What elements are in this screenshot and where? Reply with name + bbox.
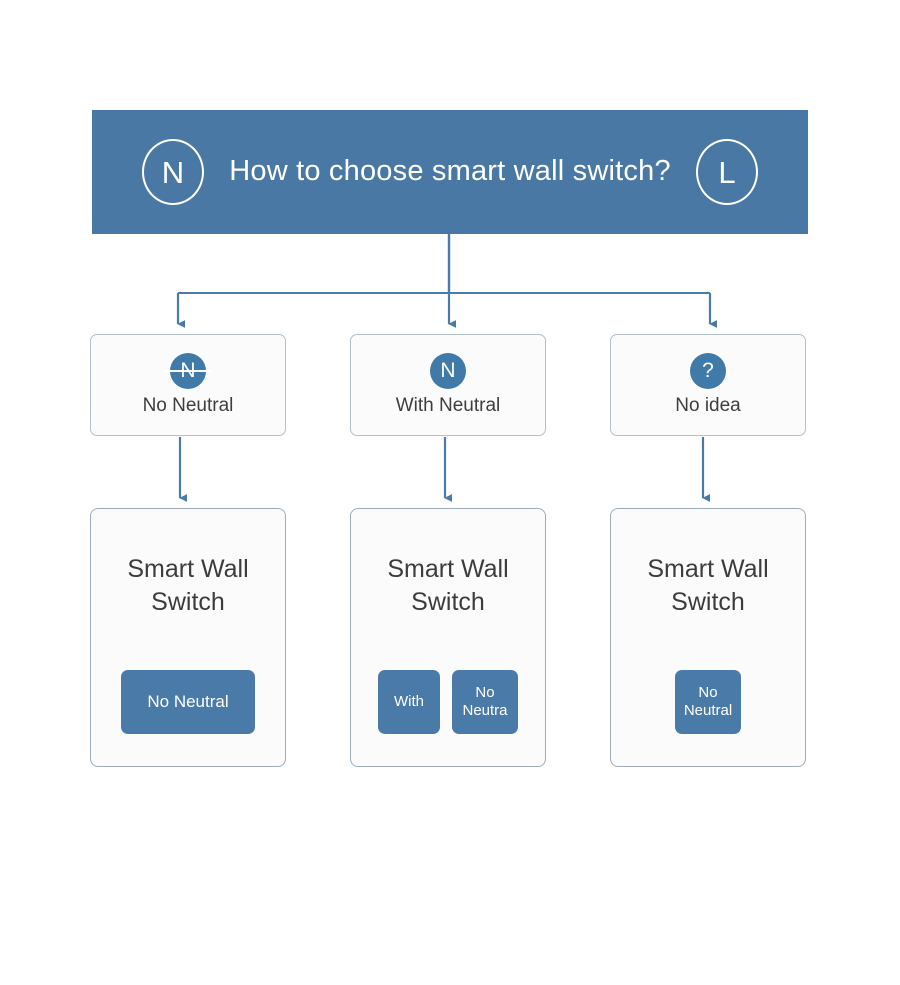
option-box-no-idea[interactable]: ? No idea xyxy=(610,334,806,436)
product-title: Smart Wall Switch xyxy=(387,555,509,616)
chip-no-neutral[interactable]: No Neutral xyxy=(675,670,741,734)
option-label-no-neutral: No Neutral xyxy=(142,394,234,416)
chip-no-neutra[interactable]: No Neutra xyxy=(452,670,518,734)
question-circle-icon: ? xyxy=(690,352,726,389)
neutral-wire-ring-icon: N xyxy=(142,139,204,205)
neutral-wire-ring-letter: N xyxy=(161,154,185,190)
product-card-with-neutral[interactable]: Smart Wall Switch With No Neutra xyxy=(350,508,546,767)
live-wire-ring-icon: L xyxy=(696,139,758,205)
chip-no-neutral[interactable]: No Neutral xyxy=(121,670,255,734)
option-box-with-neutral[interactable]: N With Neutral xyxy=(350,334,546,436)
strikethrough-line-icon xyxy=(164,369,212,372)
option-label-no-idea: No idea xyxy=(675,394,741,416)
product-card-no-neutral[interactable]: Smart Wall Switch No Neutral xyxy=(90,508,286,767)
n-circle-letter: N xyxy=(440,359,456,383)
option-box-no-neutral[interactable]: N No Neutral xyxy=(90,334,286,436)
chip-row: With No Neutra xyxy=(378,670,518,734)
chip-with[interactable]: With xyxy=(378,670,440,734)
chip-row: No Neutral xyxy=(675,670,741,734)
product-card-no-idea[interactable]: Smart Wall Switch No Neutral xyxy=(610,508,806,767)
header-banner: N How to choose smart wall switch? L xyxy=(92,110,808,234)
product-title: Smart Wall Switch xyxy=(647,555,769,616)
chip-row: No Neutral xyxy=(121,670,255,734)
live-wire-ring-letter: L xyxy=(718,154,736,190)
question-circle-glyph: ? xyxy=(702,359,714,383)
option-label-with-neutral: With Neutral xyxy=(395,394,501,416)
n-circle-icon: N xyxy=(430,352,466,389)
page-title: How to choose smart wall switch? xyxy=(229,155,671,188)
n-circle-struck-icon: N xyxy=(164,352,212,389)
product-title: Smart Wall Switch xyxy=(127,555,249,616)
